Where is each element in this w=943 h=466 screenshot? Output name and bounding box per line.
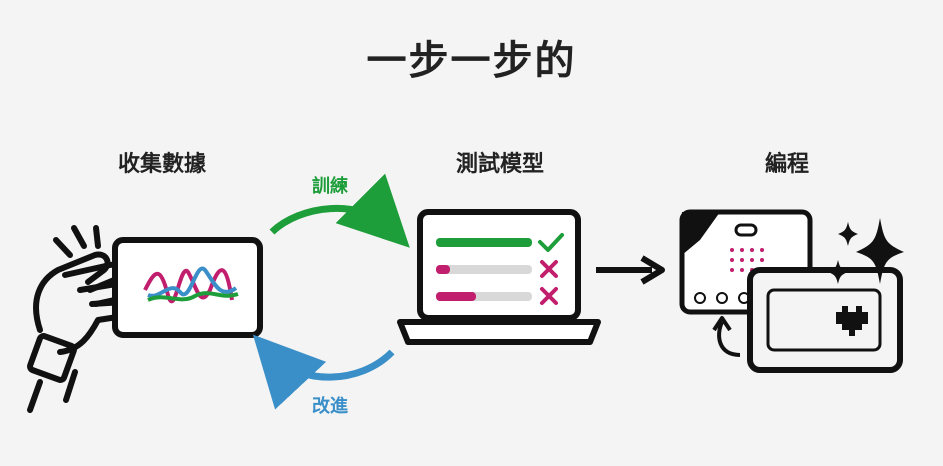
update-arrow	[717, 321, 741, 357]
microbit-front-icon	[747, 267, 903, 373]
page-title: 一步一步的	[366, 38, 577, 84]
cross-icon	[540, 287, 558, 305]
check-icon	[538, 233, 564, 252]
train-arrow	[269, 173, 410, 248]
step-label-test: 測試模型	[455, 152, 544, 177]
waveform-screen-icon	[112, 237, 263, 338]
step-label-code: 編程	[764, 152, 809, 177]
laptop-results-icon	[397, 209, 601, 345]
heart-icon	[836, 306, 868, 336]
cross-icon	[540, 260, 558, 278]
improve-arrow	[252, 334, 395, 410]
sparkle-icon	[828, 218, 904, 284]
step-label-collect: 收集數據	[117, 152, 206, 177]
next-arrow	[596, 255, 665, 285]
